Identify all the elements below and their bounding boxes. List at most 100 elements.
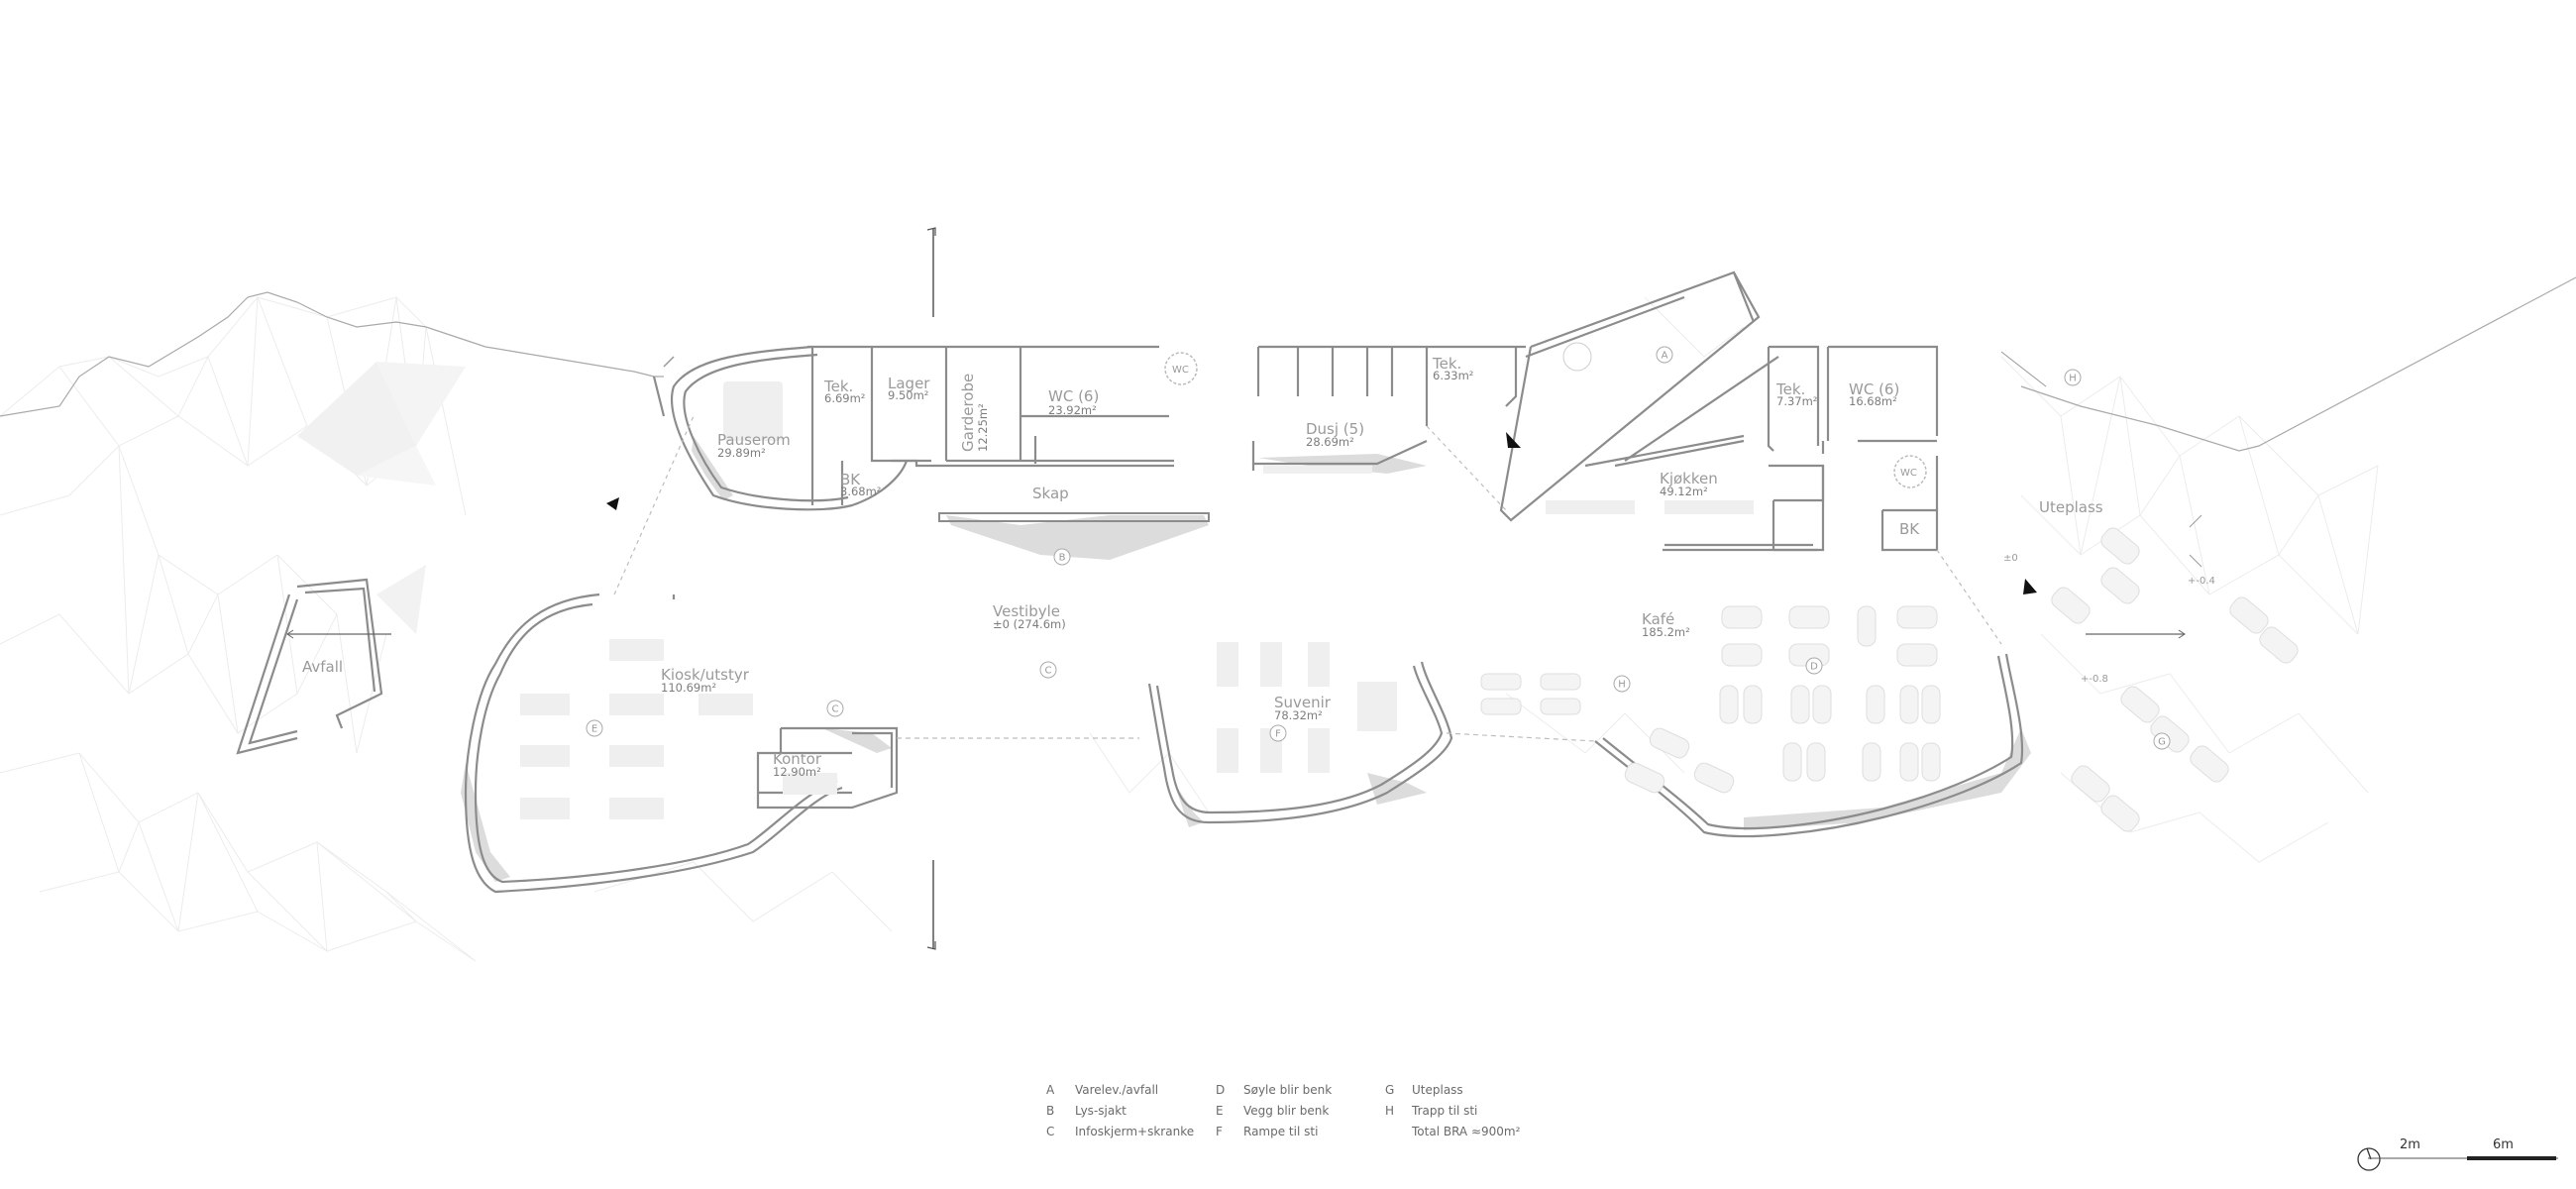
marker-f: F <box>1269 724 1287 742</box>
room-tek3-name: Tek. <box>1775 380 1805 398</box>
marker-h1: H <box>2064 369 2082 386</box>
room-garderobe-area: 12.25m² <box>976 403 990 452</box>
legend-key-b: B <box>1046 1104 1054 1118</box>
marker-c1: C <box>1039 661 1057 679</box>
svg-text:G: G <box>2158 737 2166 748</box>
room-kjokken-name: Kjøkken <box>1660 470 1718 487</box>
legend-key-c: C <box>1046 1125 1054 1138</box>
legend-total: Total BRA ≈900m² <box>1411 1125 1521 1138</box>
marker-e1: E <box>586 719 603 737</box>
room-suvenir-area: 78.32m² <box>1274 708 1323 722</box>
level-label-2: +-0.4 <box>2188 576 2215 587</box>
room-bk1-area: 3.68m² <box>840 485 881 498</box>
svg-text:A: A <box>1662 351 1668 362</box>
reference-markers: A B C C D E F G <box>586 346 2171 750</box>
room-bk2-name: BK <box>1899 520 1920 538</box>
legend-key-f: F <box>1216 1125 1223 1138</box>
marker-h2: H <box>1613 675 1631 693</box>
legend-label-f: Rampe til sti <box>1243 1125 1318 1138</box>
svg-text:B: B <box>1059 553 1066 564</box>
legend: A Varelev./avfall B Lys-sjakt C Infoskje… <box>1046 1083 1521 1138</box>
svg-text:C: C <box>1045 666 1052 677</box>
level-label-3: +-0.8 <box>2081 674 2108 685</box>
room-tek2-area: 6.33m² <box>1433 369 1473 382</box>
svg-text:E: E <box>591 724 597 735</box>
legend-key-g: G <box>1385 1083 1394 1097</box>
legend-label-e: Vegg blir benk <box>1243 1104 1329 1118</box>
wc-fixtures <box>1164 342 1927 488</box>
legend-label-a: Varelev./avfall <box>1075 1083 1158 1097</box>
scale-bar: 2m 6m <box>2368 1137 2558 1160</box>
svg-text:H: H <box>1618 680 1626 691</box>
north-arrow-icon <box>2357 1147 2381 1171</box>
room-wc-small1-name: WC <box>1172 365 1189 376</box>
room-pauserom-name: Pauserom <box>717 431 791 449</box>
room-kontor-area: 12.90m² <box>773 765 821 779</box>
room-uteplass-name: Uteplass <box>2039 498 2103 516</box>
room-tek1-name: Tek. <box>823 378 853 395</box>
room-garderobe-name: Garderobe <box>959 374 977 452</box>
entrance-arrows <box>606 432 2037 594</box>
room-lager-name: Lager <box>888 375 930 392</box>
scale-label-left: 2m <box>2400 1137 2420 1152</box>
room-kafe-name: Kafé <box>1642 610 1674 628</box>
level-label-1: ±0 <box>2003 553 2018 564</box>
room-pauserom-area: 29.89m² <box>717 446 766 460</box>
room-suvenir-name: Suvenir <box>1274 694 1332 711</box>
legend-label-h: Trapp til sti <box>1411 1104 1477 1118</box>
room-wc1-name: WC (6) <box>1048 387 1099 405</box>
entrance-arrow-west <box>606 497 619 510</box>
furniture <box>520 381 2299 832</box>
room-kontor-name: Kontor <box>773 750 822 768</box>
room-wc2-area: 16.68m² <box>1849 394 1897 408</box>
room-labels: Pauserom 29.89m² Tek. 6.69m² Lager 9.50m… <box>302 355 2103 779</box>
room-vestibyle-area: ±0 (274.6m) <box>993 617 1066 631</box>
legend-label-c: Infoskjerm+skranke <box>1075 1125 1194 1138</box>
stair-arrows <box>2000 351 2202 568</box>
svg-text:C: C <box>832 704 839 715</box>
site-outline <box>0 276 2576 452</box>
level-labels: ±0 +-0.4 +-0.8 <box>2003 553 2215 685</box>
legend-key-h: H <box>1385 1104 1394 1118</box>
room-dusj-area: 28.69m² <box>1306 435 1354 449</box>
scale-label-right: 6m <box>2493 1137 2514 1152</box>
marker-c2: C <box>826 700 844 717</box>
room-kiosk-name: Kiosk/utstyr <box>661 666 750 684</box>
section-cut-bottom <box>926 860 936 950</box>
legend-label-b: Lys-sjakt <box>1075 1104 1127 1118</box>
walls <box>236 270 2186 894</box>
room-wc1-area: 23.92m² <box>1048 403 1097 417</box>
svg-text:D: D <box>1810 662 1818 673</box>
terrain-shading <box>297 362 466 634</box>
terrain-mesh <box>0 296 2379 962</box>
legend-label-d: Søyle blir benk <box>1243 1083 1332 1097</box>
marker-a: A <box>1656 346 1673 364</box>
marker-b: B <box>1053 548 1071 566</box>
room-vestibyle-name: Vestibyle <box>993 602 1060 620</box>
marker-g1: G <box>2153 732 2171 750</box>
svg-text:H: H <box>2069 374 2077 384</box>
room-kjokken-area: 49.12m² <box>1660 485 1708 498</box>
marker-d: D <box>1805 657 1823 675</box>
legend-key-a: A <box>1046 1083 1055 1097</box>
room-bk1-name: BK <box>840 471 861 488</box>
section-cut-top <box>926 227 936 317</box>
room-wc-small2-name: WC <box>1900 468 1917 479</box>
room-kafe-area: 185.2m² <box>1642 625 1690 639</box>
entrance-arrow-east <box>2023 579 2037 594</box>
svg-text:F: F <box>1275 729 1281 740</box>
room-tek3-area: 7.37m² <box>1776 394 1817 408</box>
room-wc2-name: WC (6) <box>1849 380 1899 398</box>
legend-key-d: D <box>1216 1083 1225 1097</box>
room-skap-name: Skap <box>1032 485 1069 502</box>
room-kiosk-area: 110.69m² <box>661 681 716 695</box>
room-lager-area: 9.50m² <box>888 388 928 402</box>
entrance-arrow-north <box>1506 432 1521 448</box>
legend-label-g: Uteplass <box>1412 1083 1463 1097</box>
room-avfall-name: Avfall <box>302 658 343 676</box>
room-dusj-name: Dusj (5) <box>1306 420 1364 438</box>
room-tek2-name: Tek. <box>1432 355 1461 373</box>
room-tek1-area: 6.69m² <box>824 391 865 405</box>
legend-key-e: E <box>1216 1104 1224 1118</box>
